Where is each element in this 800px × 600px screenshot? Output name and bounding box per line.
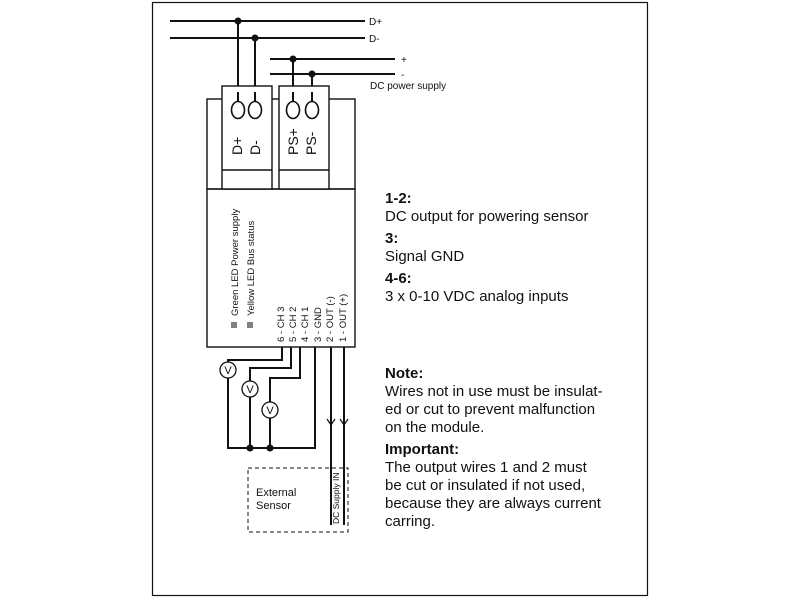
ground-junctions xyxy=(246,444,274,452)
important-heading: Important: xyxy=(385,441,460,458)
label-d-minus: D- xyxy=(369,34,380,45)
note-line: on the module. xyxy=(385,419,485,436)
voltmeter-ch3-label: V xyxy=(224,365,232,377)
terminal-block-bus xyxy=(221,85,273,190)
outer-frame xyxy=(151,1,649,597)
label-minus: - xyxy=(401,70,404,81)
note-3-heading: 3: xyxy=(385,230,399,247)
terminal-label-ps-plus: PS+ xyxy=(285,128,301,155)
label-d-plus: D+ xyxy=(369,17,382,28)
terminal-block-power xyxy=(278,85,330,190)
yellow-led-icon xyxy=(247,322,253,328)
voltmeter-ch2-icon xyxy=(241,380,259,398)
yellow-led-label: Yellow LED Bus status xyxy=(246,221,257,316)
voltmeter-icons xyxy=(219,361,279,419)
note-line: ed or cut to prevent malfunction xyxy=(385,401,596,418)
external-sensor-label-2: Sensor xyxy=(256,500,291,512)
voltmeter-ch3-icon xyxy=(219,361,237,379)
channel-label: 4 - CH 1 xyxy=(300,307,311,342)
important-line: because they are always current xyxy=(385,495,601,512)
channel-label: 6 - CH 3 xyxy=(276,307,287,342)
channel-label: 2 - OUT (-) xyxy=(325,296,336,342)
important-line: be cut or insulated if not used, xyxy=(385,477,586,494)
note-1-2-heading: 1-2: xyxy=(385,190,412,207)
voltmeter-ch1-label: V xyxy=(266,405,274,417)
important-line: carring. xyxy=(385,513,436,530)
terminal-screws xyxy=(230,100,320,120)
note-heading: Note: xyxy=(385,365,424,382)
note-1-2-text: DC output for powering sensor xyxy=(385,208,589,225)
channel-label: 3 - GND xyxy=(313,307,324,342)
green-led-label: Green LED Power supply xyxy=(230,209,241,316)
terminal-label-ps-minus: PS- xyxy=(303,131,319,155)
label-dc-power-supply: DC power supply xyxy=(370,81,446,92)
note-line: Wires not in use must be insulat- xyxy=(385,383,603,400)
notes-panel: 1-2: DC output for powering sensor 3: Si… xyxy=(385,190,645,306)
channel-label: 1 - OUT (+) xyxy=(338,294,349,342)
arrow-heads xyxy=(326,418,349,427)
voltmeter-ch2-label: V xyxy=(246,384,254,396)
important-line: The output wires 1 and 2 must xyxy=(385,459,587,476)
green-led-icon xyxy=(231,322,237,328)
note-4-6-text: 3 x 0-10 VDC analog inputs xyxy=(385,288,569,305)
warning-panel: Note: Wires not in use must be insulat- … xyxy=(385,365,645,531)
terminal-label-d-minus: D- xyxy=(247,140,263,155)
terminal-label-d-plus: D+ xyxy=(229,137,245,155)
voltmeter-ch1-icon xyxy=(261,401,279,419)
channel-label: 5 - CH 2 xyxy=(288,307,299,342)
label-plus: + xyxy=(401,55,407,66)
bus-lines xyxy=(170,20,395,94)
bus-junctions xyxy=(234,17,316,78)
note-3-text: Signal GND xyxy=(385,248,465,265)
terminal-wires xyxy=(237,92,313,101)
external-sensor-box xyxy=(247,467,349,533)
dc-supply-in-label: DC Supply IN xyxy=(331,473,341,525)
external-sensor-label-1: External xyxy=(256,487,296,499)
note-4-6-heading: 4-6: xyxy=(385,270,412,287)
